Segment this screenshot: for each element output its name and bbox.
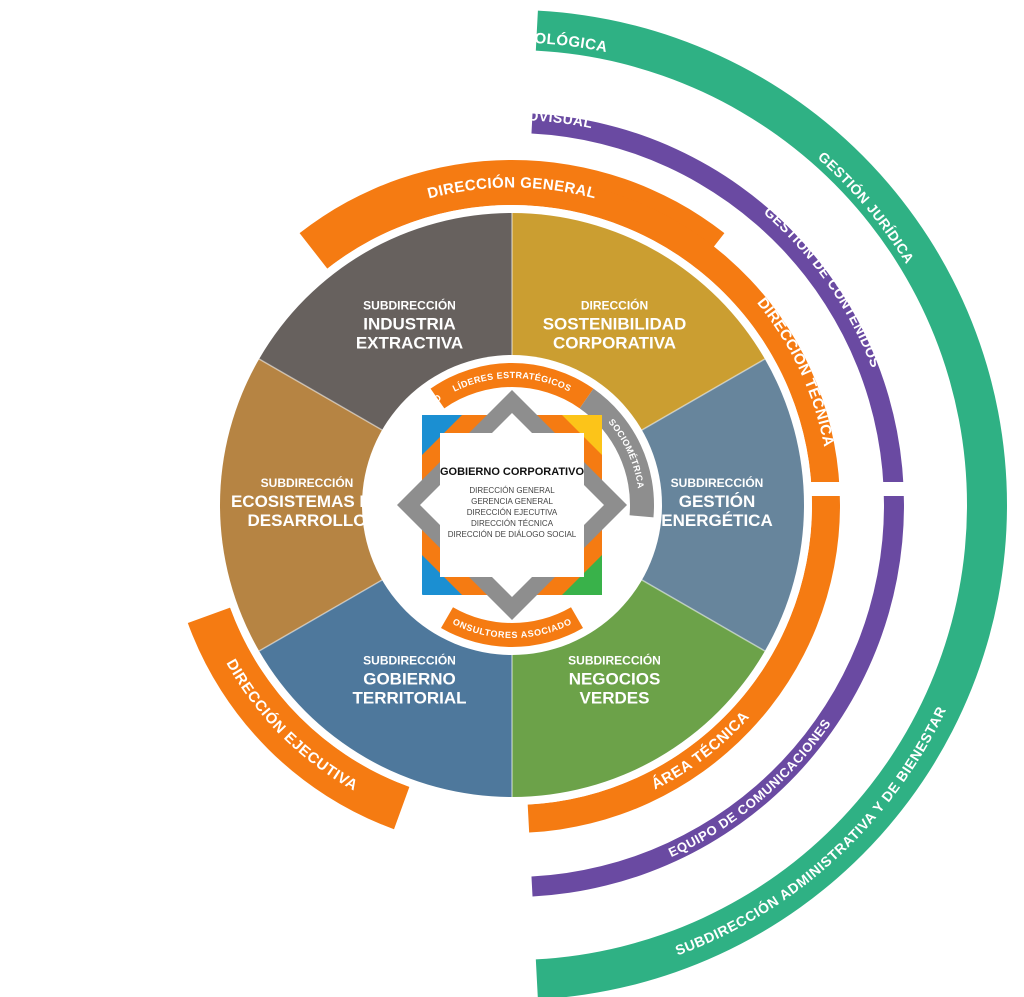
segment-main-label: GOBIERNO (363, 670, 456, 689)
segment-main-label: ENERGÉTICA (661, 511, 772, 530)
core-octagram (397, 390, 627, 620)
inner-ring-top (430, 363, 594, 409)
segment-sub-label: SUBDIRECCIÓN (568, 653, 661, 668)
core-title: GOBIERNO CORPORATIVO (440, 466, 584, 478)
segment-main-label: CORPORATIVA (553, 333, 676, 352)
segment-main-label: VERDES (580, 689, 650, 708)
segment-main-label: SOSTENIBILIDAD (543, 314, 687, 333)
core-item: GERENCIA GENERAL (471, 497, 553, 506)
segment-sub-label: SUBDIRECCIÓN (363, 653, 456, 668)
segment-main-label: DESARROLLO (248, 511, 367, 530)
segment-sub-label: SUBDIRECCIÓN (671, 475, 764, 490)
label-diseno-grafico: DISEÑO GRÁFICO (146, 239, 229, 356)
segment-main-label: NEGOCIOS (569, 670, 661, 689)
segment-main-label: INDUSTRIA (363, 314, 456, 333)
segment-main-label: EXTRACTIVA (356, 333, 463, 352)
label-gestion-talento: GESTIÓN TALENTO HUMANO (110, 749, 268, 907)
segment-sub-label: DIRECCIÓN (581, 297, 648, 312)
orange-ring-top (299, 160, 725, 269)
segment-sub-label: SUBDIRECCIÓN (363, 297, 456, 312)
segment-main-label: ECOSISTEMAS DE (231, 492, 383, 511)
core-item: DIRECCIÓN EJECUTIVA (467, 508, 558, 517)
core-item: DIRECCIÓN DE DIÁLOGO SOCIAL (448, 530, 577, 539)
orange-ring-bottom-left (187, 607, 410, 830)
core-item: DIRECCIÓN TÉCNICA (471, 519, 554, 528)
core-item: DIRECCIÓN GENERAL (469, 486, 555, 495)
label-gestion-financiera: GESTIÓN FINANCIERA Y CONTABLE (38, 226, 141, 473)
segment-sub-label: SUBDIRECCIÓN (261, 475, 354, 490)
segment-main-label: TERRITORIAL (353, 689, 467, 708)
segment-main-label: GESTIÓN (679, 492, 756, 511)
inner-ring-bottom (441, 607, 583, 647)
orange-ring (187, 160, 840, 833)
